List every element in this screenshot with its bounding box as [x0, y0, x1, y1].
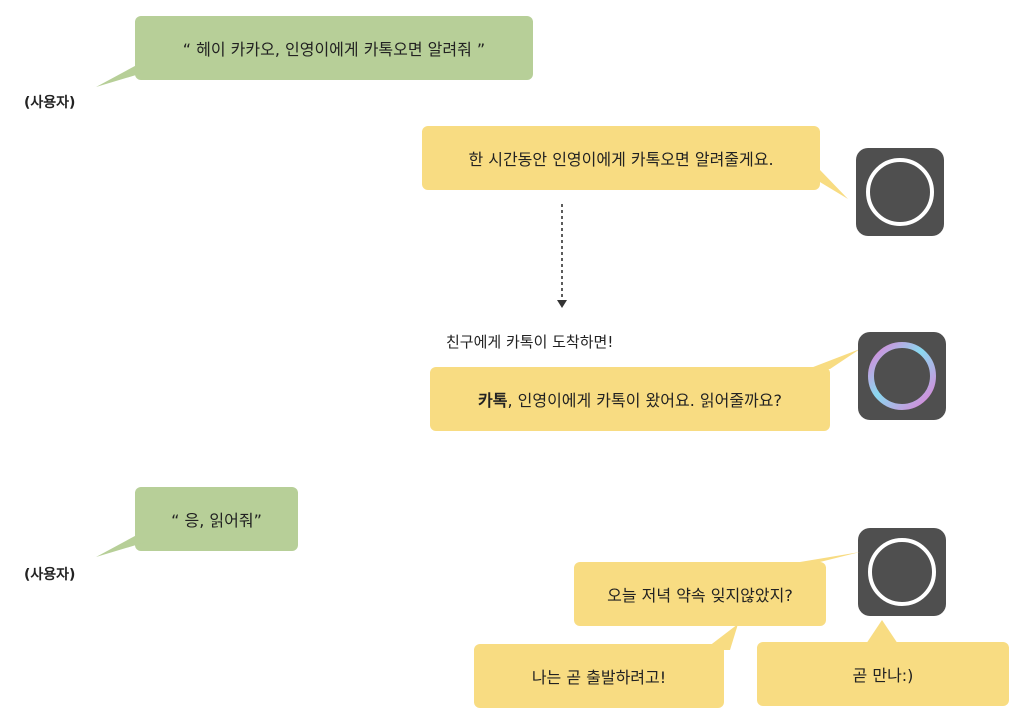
user-reply-bubble-tail	[96, 530, 146, 557]
user-request-bubble-tail	[96, 60, 146, 87]
device-reply-bubble-tail	[800, 170, 848, 199]
message-text-1: 오늘 저녁 약속 잊지않았지?	[607, 586, 793, 605]
notify-bubble: 카톡, 인영이에게 카톡이 왔어요. 읽어줄까요?	[430, 367, 830, 431]
speaker-device-active-icon	[858, 332, 946, 420]
message-text-3: 곧 만나:)	[852, 666, 914, 685]
user-request-bubble: “ 헤이 카카오, 인영이에게 카톡오면 알려줘 ”	[135, 16, 533, 80]
notify-bubble-tail	[808, 349, 860, 369]
user-reply-text: “ 응, 읽어줘”	[171, 511, 262, 530]
notify-text: 카톡, 인영이에게 카톡이 왔어요. 읽어줄까요?	[478, 387, 782, 411]
user-label: (사용자)	[24, 95, 76, 111]
speaker-device-icon	[856, 148, 944, 236]
message-text-2: 나는 곧 출발하려고!	[531, 668, 667, 687]
message-bubble-3-tail	[866, 620, 898, 644]
user-request-text: “ 헤이 카카오, 인영이에게 카톡오면 알려줘 ”	[182, 40, 486, 59]
message-bubble-1: 오늘 저녁 약속 잊지않았지?	[574, 562, 826, 626]
arrow-down-icon	[557, 204, 567, 308]
message-bubble-2-tail	[704, 624, 738, 650]
user-reply-bubble: “ 응, 읽어줘”	[135, 487, 298, 551]
device-reply-text: 한 시간동안 인영이에게 카톡오면 알려줄게요.	[468, 150, 774, 169]
message-bubble-2: 나는 곧 출발하려고!	[474, 644, 724, 708]
speaker-device-icon-2	[858, 528, 946, 616]
event-note: 친구에게 카톡이 도착하면!	[446, 333, 614, 351]
message-bubble-1-tail	[800, 552, 860, 562]
notify-rest-text: , 인영이에게 카톡이 왔어요. 읽어줄까요?	[507, 391, 782, 410]
device-reply-bubble: 한 시간동안 인영이에게 카톡오면 알려줄게요.	[422, 126, 820, 190]
notify-bold-text: 카톡	[478, 391, 508, 410]
message-bubble-3: 곧 만나:)	[757, 642, 1009, 706]
user-label-2: (사용자)	[24, 567, 76, 583]
